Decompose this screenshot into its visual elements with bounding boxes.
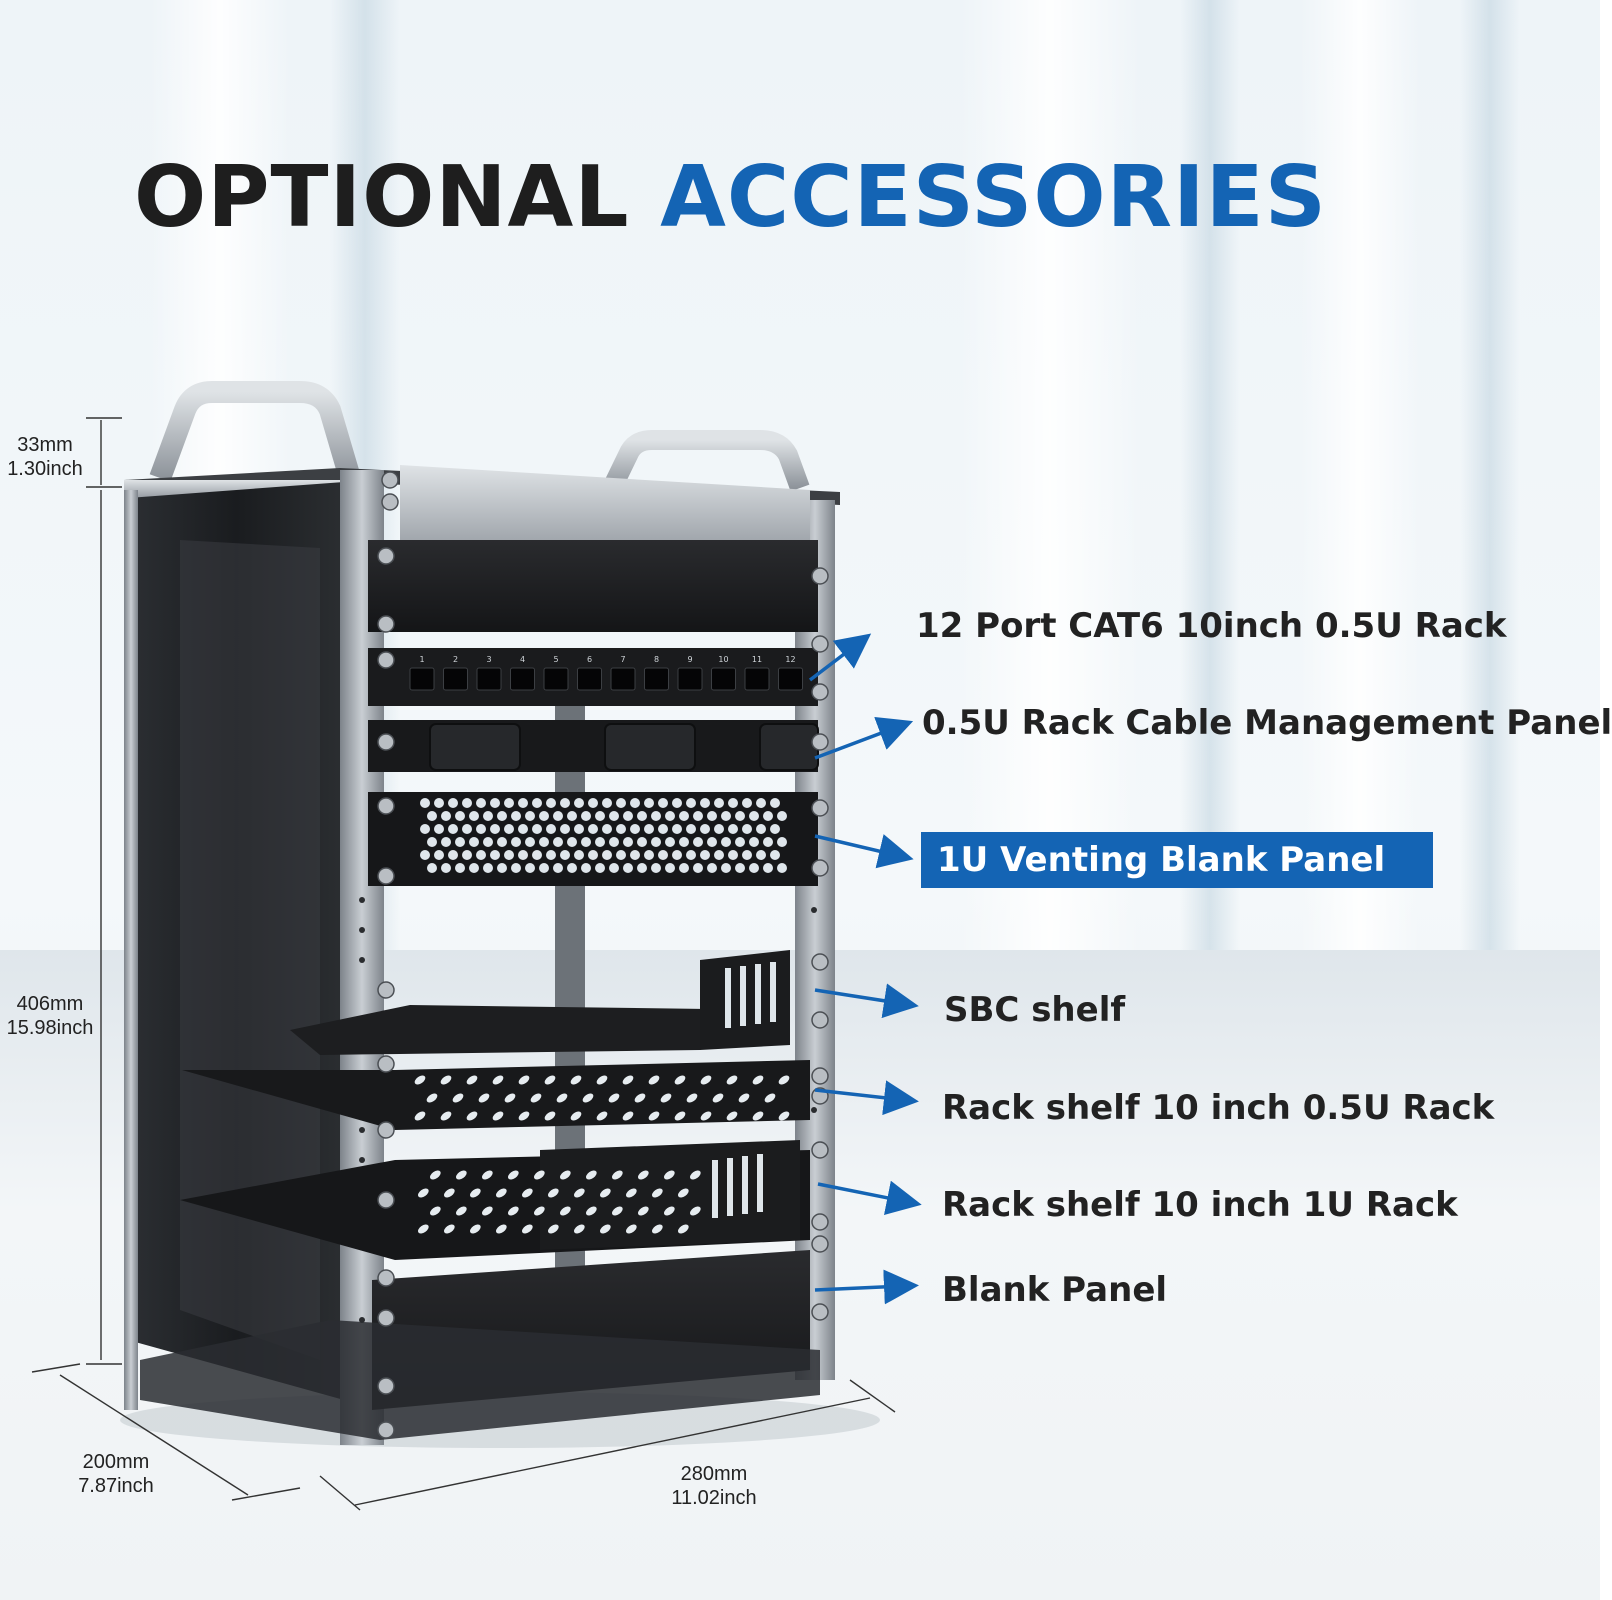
patch-port: 12: [778, 655, 803, 691]
screw-icon: [811, 733, 829, 751]
shelf-perforations: [414, 1075, 790, 1121]
screw-icon: [377, 733, 395, 751]
rack-base: [140, 1320, 820, 1440]
screw-icon: [811, 683, 829, 701]
port-number: 3: [486, 655, 491, 664]
screw-icon: [377, 1421, 395, 1439]
screw-icon: [377, 1269, 395, 1287]
screw-icon: [377, 797, 395, 815]
rack-screws: [377, 471, 829, 1439]
patch-port: 2: [443, 655, 468, 691]
label-rack-shelf-half-u: Rack shelf 10 inch 0.5U Rack: [942, 1088, 1495, 1128]
screw-icon: [377, 547, 395, 565]
patch-port: 9: [677, 655, 703, 691]
dim-depth: 200mm 7.87inch: [70, 1450, 162, 1498]
port-number: 7: [620, 655, 625, 664]
rack-shelf-1u-slots: [712, 1154, 763, 1218]
sbc-shelf-base: [290, 1005, 780, 1055]
patch-port: 5: [543, 655, 569, 691]
screw-icon: [377, 651, 395, 669]
patch-port: 10: [711, 655, 736, 691]
port-number: 1: [419, 655, 424, 664]
label-rack-shelf-1u: Rack shelf 10 inch 1U Rack: [942, 1185, 1458, 1225]
port-number: 10: [718, 655, 728, 664]
title-part-1: OPTIONAL: [134, 148, 630, 247]
screw-icon: [377, 1191, 395, 1209]
screw-icon: [811, 1235, 829, 1253]
patch-port: 1: [409, 655, 435, 691]
screw-icon: [377, 1309, 395, 1327]
screw-icon: [377, 867, 395, 885]
dim-handle-mm: 33mm: [17, 434, 73, 456]
callout-arrows: [808, 633, 922, 1305]
screw-icon: [811, 1067, 829, 1085]
patch-port: 3: [476, 655, 502, 691]
handle-right: [603, 430, 810, 493]
patch-port: 6: [577, 655, 602, 691]
dim-depth-inch: 7.87inch: [78, 1475, 154, 1497]
dim-width-inch: 11.02inch: [671, 1487, 757, 1509]
screw-icon: [811, 799, 829, 817]
patch-port: 7: [610, 655, 636, 691]
screw-icon: [381, 471, 399, 489]
background-pillar: [1460, 0, 1520, 1000]
rack-shelf-1u-wall: [540, 1140, 800, 1250]
patch-port: 11: [744, 655, 770, 691]
screw-icon: [377, 615, 395, 633]
screw-icon: [811, 1011, 829, 1029]
screw-icon: [381, 493, 399, 511]
screw-icon: [377, 1377, 395, 1395]
screw-icon: [811, 635, 829, 653]
port-number: 9: [687, 655, 692, 664]
port-number: 6: [587, 655, 592, 664]
shelf-perforations: [418, 1170, 701, 1234]
screw-icon: [377, 1055, 395, 1073]
side-post-front: [124, 490, 138, 1410]
dim-handle: 33mm 1.30inch: [4, 433, 86, 481]
label-blank-panel: Blank Panel: [942, 1270, 1168, 1310]
screw-icon: [811, 1303, 829, 1321]
dim-height-inch: 15.98inch: [6, 1017, 94, 1039]
handle-left: [149, 381, 361, 482]
label-cable-management: 0.5U Rack Cable Management Panel: [922, 703, 1612, 743]
screw-icon: [811, 859, 829, 877]
dim-handle-inch: 1.30inch: [7, 458, 83, 480]
port-number: 4: [520, 655, 525, 664]
screw-icon: [811, 953, 829, 971]
top-blank-panel: [368, 540, 818, 632]
label-patch-panel: 12 Port CAT6 10inch 0.5U Rack: [916, 606, 1507, 646]
screw-icon: [377, 1121, 395, 1139]
title-part-2: ACCESSORIES: [660, 148, 1327, 247]
post-holes: [359, 877, 817, 1323]
screw-icon: [811, 1213, 829, 1231]
dim-width-mm: 280mm: [680, 1463, 748, 1485]
glass-reflection: [180, 540, 320, 1360]
port-number: 8: [654, 655, 659, 664]
dim-depth-mm: 200mm: [82, 1451, 150, 1473]
screw-icon: [811, 1141, 829, 1159]
cable-management-hooks: [429, 723, 819, 771]
patch-port: 8: [644, 655, 669, 691]
screw-icon: [811, 567, 829, 585]
vent-holes: [420, 798, 787, 873]
port-number: 2: [453, 655, 458, 664]
dim-height: 406mm 15.98inch: [0, 992, 100, 1040]
dimension-lines: [31, 417, 896, 1511]
port-number: 12: [785, 655, 795, 664]
port-number: 11: [752, 655, 762, 664]
dim-width: 280mm 11.02inch: [662, 1462, 766, 1510]
port-number: 5: [553, 655, 558, 664]
patch-port: 4: [510, 655, 535, 691]
label-sbc-shelf: SBC shelf: [944, 990, 1126, 1030]
page-title: OPTIONAL ACCESSORIES: [134, 148, 1327, 247]
label-venting-panel: 1U Venting Blank Panel: [921, 832, 1433, 888]
dim-height-mm: 406mm: [16, 993, 84, 1015]
screw-icon: [377, 981, 395, 999]
sbc-shelf-slots: [725, 962, 776, 1028]
